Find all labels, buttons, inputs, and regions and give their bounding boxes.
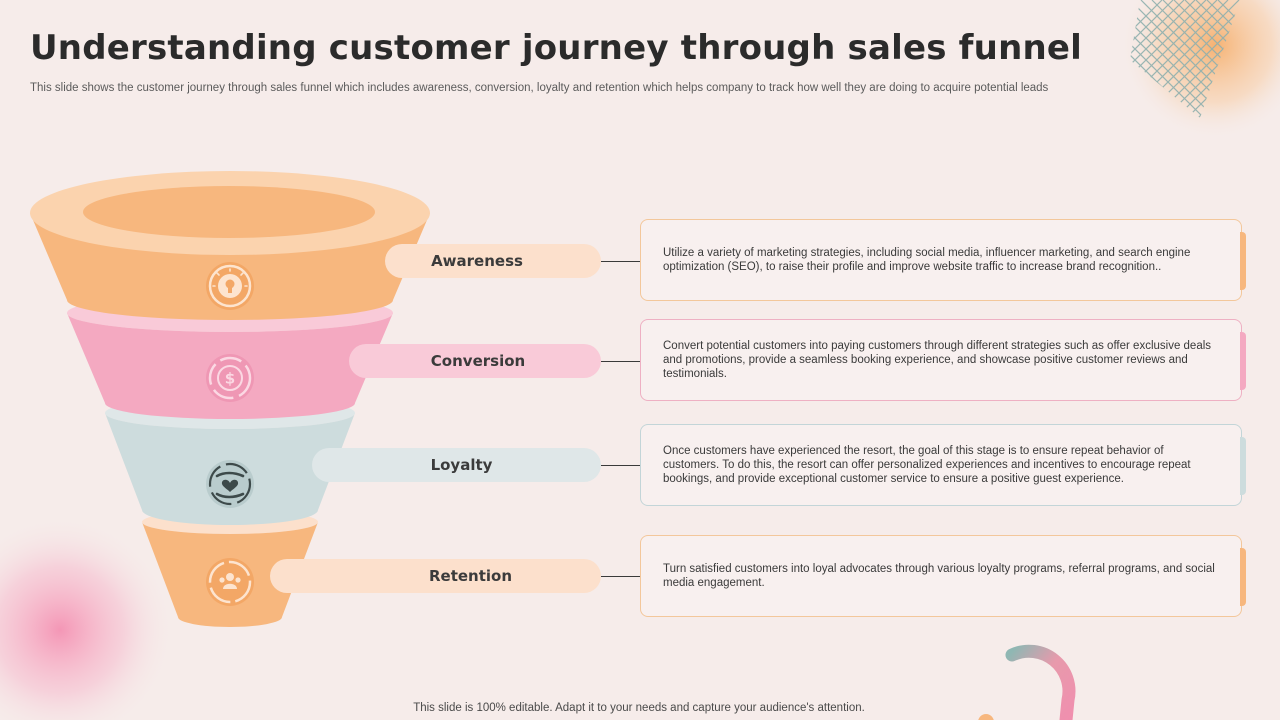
page-title: Understanding customer journey through s…: [30, 28, 1082, 68]
box-tab-accent: [1240, 332, 1246, 390]
description-text: Utilize a variety of marketing strategie…: [663, 247, 1191, 273]
stage-label-text: Loyalty: [430, 456, 493, 474]
stage-label-text: Conversion: [430, 352, 526, 370]
description-text: Convert potential customers into paying …: [663, 340, 1212, 380]
connector-line-conversion: [601, 361, 640, 362]
box-tab-accent: [1240, 232, 1246, 290]
description-box-loyalty: Once customers have experienced the reso…: [640, 424, 1246, 506]
lightbulb-idea-icon: [206, 262, 254, 310]
description-box-conversion: Convert potential customers into paying …: [640, 319, 1246, 401]
dollar-coin-icon: $: [206, 354, 254, 402]
dot-decoration: [978, 714, 994, 720]
stage-label-retention: Retention: [270, 559, 601, 593]
orange-glow-decoration: [1120, 0, 1280, 140]
description-text: Turn satisfied customers into loyal advo…: [663, 563, 1215, 589]
box-tab-accent: [1240, 437, 1246, 495]
heart-in-hands-icon: [206, 460, 254, 508]
description-text: Once customers have experienced the reso…: [663, 445, 1191, 485]
people-cycle-icon: [206, 558, 254, 606]
svg-text:$: $: [225, 370, 235, 388]
connector-line-awareness: [601, 261, 640, 262]
stage-label-text: Awareness: [431, 252, 523, 270]
description-box-awareness: Utilize a variety of marketing strategie…: [640, 219, 1246, 301]
sales-funnel: $: [30, 171, 430, 627]
footer-note: This slide is 100% editable. Adapt it to…: [413, 702, 865, 714]
page-subtitle: This slide shows the customer journey th…: [30, 82, 1049, 94]
connector-line-retention: [601, 576, 640, 577]
stage-label-loyalty: Loyalty: [312, 448, 601, 482]
box-tab-accent: [1240, 548, 1246, 606]
stage-label-awareness: Awareness: [385, 244, 601, 278]
stage-label-text: Retention: [428, 567, 513, 585]
connector-line-loyalty: [601, 465, 640, 466]
stage-label-conversion: Conversion: [349, 344, 601, 378]
description-box-retention: Turn satisfied customers into loyal advo…: [640, 535, 1246, 617]
